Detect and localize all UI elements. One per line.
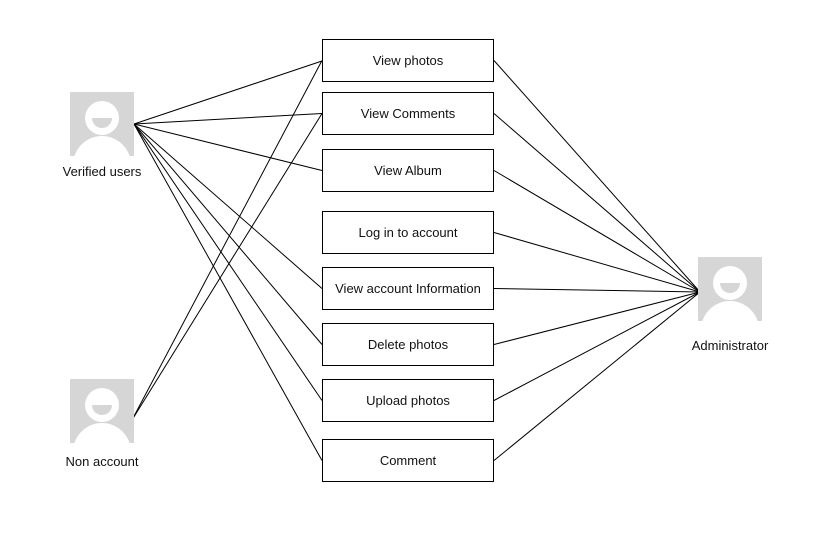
use-case-view-comments: View Comments xyxy=(322,92,494,135)
association-line-non_account-view_photos xyxy=(131,60,323,421)
association-line-administrator-view_account_info xyxy=(493,288,701,293)
user-avatar-icon xyxy=(698,257,762,321)
use-case-label: View photos xyxy=(372,53,444,68)
association-line-administrator-comment xyxy=(493,291,701,461)
use-case-label: Comment xyxy=(379,453,437,468)
association-line-verified-view_comments xyxy=(133,113,323,125)
association-line-administrator-delete_photos xyxy=(493,291,701,345)
association-line-verified-upload_photos xyxy=(133,123,323,401)
user-avatar-icon xyxy=(70,92,134,156)
association-line-administrator-view_album xyxy=(493,170,701,293)
association-line-administrator-view_comments xyxy=(493,113,701,293)
use-case-label: View account Information xyxy=(335,281,481,296)
association-line-verified-comment xyxy=(133,123,323,461)
association-line-administrator-view_photos xyxy=(493,60,701,293)
use-case-view-album: View Album xyxy=(322,149,494,192)
use-case-delete-photos: Delete photos xyxy=(322,323,494,366)
association-line-non_account-view_comments xyxy=(131,113,323,421)
actor-label-administrator: Administrator xyxy=(691,338,769,353)
association-line-verified-view_photos xyxy=(133,60,323,125)
use-case-label: Delete photos xyxy=(367,337,449,352)
use-case-label: View Album xyxy=(374,163,442,178)
association-line-administrator-log_in xyxy=(493,232,701,293)
use-case-log-in: Log in to account xyxy=(322,211,494,254)
actor-label-non-account: Non account xyxy=(65,454,139,469)
user-avatar-icon xyxy=(70,379,134,443)
actor-label-verified-users: Verified users xyxy=(62,164,142,179)
use-case-comment: Comment xyxy=(322,439,494,482)
use-case-view-photos: View photos xyxy=(322,39,494,82)
use-case-label: Upload photos xyxy=(366,393,450,408)
use-case-upload-photos: Upload photos xyxy=(322,379,494,422)
association-line-verified-delete_photos xyxy=(133,123,323,345)
association-line-verified-view_account_info xyxy=(133,123,323,289)
association-line-administrator-upload_photos xyxy=(493,291,701,401)
use-case-label: Log in to account xyxy=(358,225,458,240)
use-case-label: View Comments xyxy=(360,106,456,121)
association-line-verified-view_album xyxy=(133,123,323,171)
use-case-view-account-information: View account Information xyxy=(322,267,494,310)
